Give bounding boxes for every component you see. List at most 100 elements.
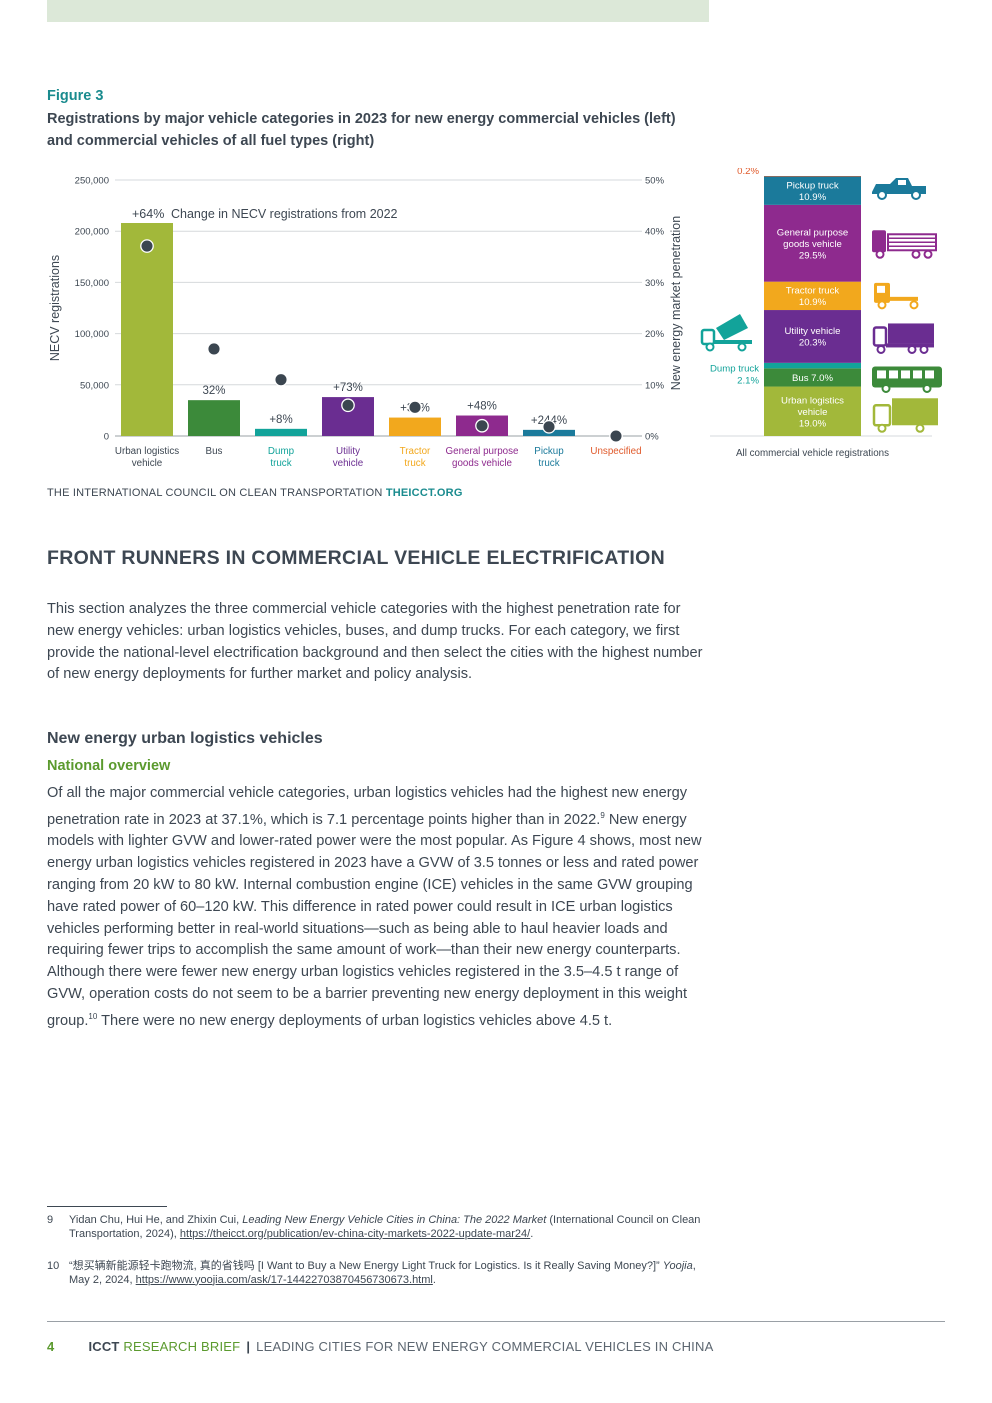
body-text-1: Of all the major commercial vehicle cate… <box>47 785 688 828</box>
legend-change-text: Change in NECV registrations from 2022 <box>171 207 398 221</box>
segment-label: General purpose <box>777 227 848 238</box>
penetration-point <box>207 342 221 356</box>
x-tick-label: Utility <box>336 446 360 457</box>
y-tick-label: 100,000 <box>75 329 109 340</box>
y2-tick-label: 50% <box>645 176 665 187</box>
footnote-text: (International Council on Clean Transpor… <box>69 1214 701 1240</box>
segment-label: Urban logistics <box>781 395 844 406</box>
footnote-ref-9[interactable]: 9 <box>600 810 605 820</box>
stacked-segment <box>764 310 861 363</box>
y-tick-label: 200,000 <box>75 227 109 238</box>
x-tick-label: vehicle <box>333 458 364 469</box>
segment-label: 19.0% <box>799 418 827 429</box>
bar <box>188 400 240 436</box>
penetration-point <box>609 429 623 443</box>
change-label: 32% <box>202 385 225 397</box>
x-tick-label: vehicle <box>132 458 163 469</box>
penetration-point <box>341 398 355 413</box>
segment-label: Pickup truck <box>786 180 838 191</box>
page-number: 4 <box>47 1339 55 1354</box>
x-tick-label: Pickup <box>534 446 564 457</box>
footnote-number: 9 <box>47 1214 54 1226</box>
x-tick-label: truck <box>404 458 425 469</box>
penetration-point <box>408 400 422 415</box>
change-label: +48% <box>467 401 497 413</box>
figure-label: Figure 3 <box>47 88 104 104</box>
section-title: FRONT RUNNERS IN COMMERCIAL VEHICLE ELEC… <box>47 547 665 569</box>
stacked-segment <box>764 281 861 311</box>
segment-label: 10.9% <box>799 192 827 203</box>
y2-axis-title: New energy market penetration <box>669 216 683 390</box>
segment-label: Bus 7.0% <box>792 373 834 384</box>
x-tick-label: Urban logistics <box>115 446 179 457</box>
bar <box>389 417 441 436</box>
body-paragraph: Of all the major commercial vehicle cate… <box>47 783 709 1032</box>
y2-tick-label: 20% <box>645 329 665 340</box>
change-label: +73% <box>333 382 363 394</box>
section-intro: This section analyzes the three commerci… <box>47 601 703 683</box>
x-tick-label: Bus <box>206 446 223 457</box>
x-tick-label: Unspecified <box>590 446 641 457</box>
footnote-text: , May 2, 2024, <box>69 1260 696 1286</box>
segment-label: 10.9% <box>799 297 827 308</box>
x-axis-title: All commercial vehicle registrations <box>736 448 889 459</box>
body-text-3: There were no new energy deployments of … <box>97 1012 613 1029</box>
legend-change-value: +64% <box>132 207 164 221</box>
footer-separator: | <box>246 1339 251 1354</box>
tractor-truck-icon <box>874 282 919 310</box>
segment-label: vehicle <box>798 407 828 418</box>
source-site[interactable]: THEICCT.ORG <box>385 487 463 499</box>
penetration-point <box>140 239 154 253</box>
y-tick-label: 0 <box>104 432 109 443</box>
bar <box>121 223 173 436</box>
footnote-link[interactable]: https://www.yoojia.com/ask/17-1442270387… <box>135 1273 433 1286</box>
footer-divider <box>47 1321 945 1322</box>
stacked-segment <box>764 368 861 387</box>
stacked-segment <box>764 362 861 369</box>
bus-icon <box>872 366 942 393</box>
source-org: THE INTERNATIONAL COUNCIL ON CLEAN TRANS… <box>47 487 383 499</box>
y-tick-label: 250,000 <box>75 176 109 187</box>
segment-label: Tractor truck <box>786 286 840 297</box>
stacked-segment <box>764 176 861 177</box>
penetration-point <box>475 418 489 433</box>
figure-title: Registrations by major vehicle categorie… <box>47 111 676 149</box>
pickup-truck-icon <box>872 178 926 200</box>
footer-doc-title: LEADING CITIES FOR NEW ENERGY COMMERCIAL… <box>256 1339 714 1354</box>
segment-label: Utility vehicle <box>785 326 841 337</box>
y2-tick-label: 30% <box>645 278 665 289</box>
footnote-text: “想买辆新能源轻卡跑物流, 真的省钱吗 [I Want to Buy a New… <box>69 1260 663 1272</box>
segment-label: 29.5% <box>799 250 827 261</box>
x-tick-label: goods vehicle <box>452 458 512 469</box>
footnote-10: 10 “想买辆新能源轻卡跑物流, 真的省钱吗 [I Want to Buy a … <box>47 1260 709 1287</box>
footnote-link[interactable]: https://theicct.org/publication/ev-china… <box>179 1227 531 1240</box>
y-tick-label: 50,000 <box>80 380 109 391</box>
body-text-2: New energy models with lighter GVW and l… <box>47 811 702 1029</box>
figure-source: THE INTERNATIONAL COUNCIL ON CLEAN TRANS… <box>47 487 463 499</box>
goods-truck-icon <box>872 230 937 259</box>
penetration-point <box>542 419 556 434</box>
segment-label: 2.1% <box>737 376 759 387</box>
footnote-text: . <box>530 1227 534 1240</box>
stacked-segment <box>764 204 861 282</box>
footer-series: RESEARCH BRIEF <box>123 1339 241 1354</box>
footnote-ref-10[interactable]: 10 <box>88 1011 98 1021</box>
light-truck-icon <box>872 398 938 433</box>
dump-truck-icon <box>700 314 752 352</box>
footnote-number: 10 <box>47 1260 60 1272</box>
x-tick-label: truck <box>538 458 559 469</box>
x-tick-label: General purpose <box>446 446 520 457</box>
segment-label: Dump truck <box>710 364 759 375</box>
subheading: New energy urban logistics vehicles <box>47 730 323 747</box>
footnote-text: Yidan Chu, Hui He, and Zhixin Cui, <box>69 1214 243 1226</box>
header-band <box>47 0 709 22</box>
segment-label: 0.2% <box>737 168 759 177</box>
y2-tick-label: 0% <box>645 432 659 443</box>
bar <box>255 428 307 436</box>
y-axis-title: NECV registrations <box>48 255 62 361</box>
necv-registrations-chart: 250,000200,000150,000100,00050,000050%40… <box>48 176 683 470</box>
x-tick-label: Dump <box>268 446 295 457</box>
change-label: +8% <box>269 414 292 426</box>
